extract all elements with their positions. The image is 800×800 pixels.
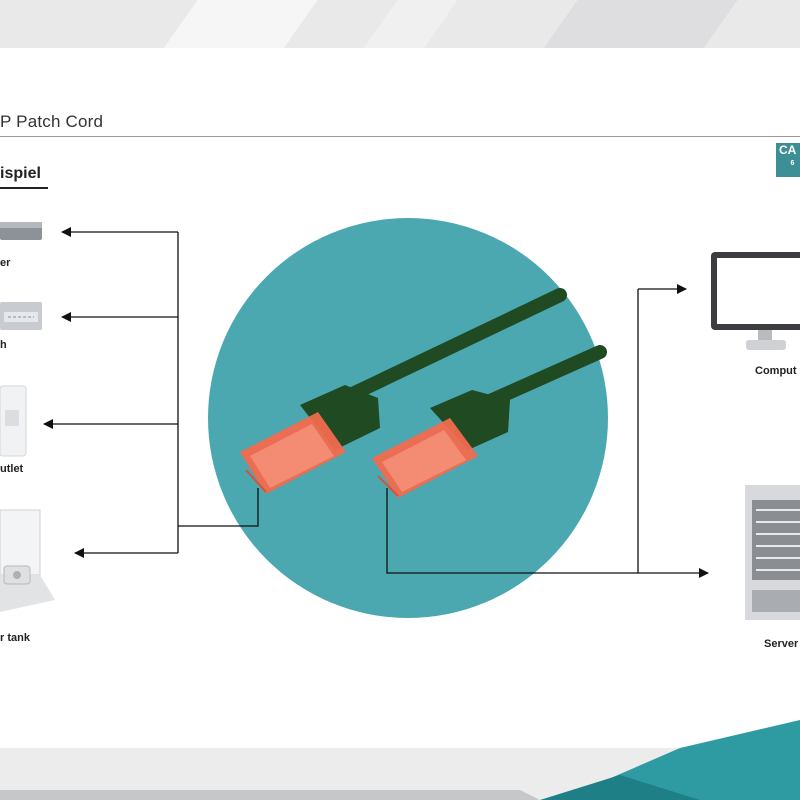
left-connection-lines — [43, 227, 259, 558]
computer-monitor-icon — [711, 252, 800, 350]
section-underline — [0, 187, 48, 189]
switch-label: h — [0, 339, 7, 351]
badge-sub-text: 6 — [790, 160, 795, 167]
right-rj45-plug — [372, 390, 510, 498]
left-rj45-plug — [240, 385, 380, 494]
bottom-decorative-band — [0, 720, 800, 800]
network-outlet-icon — [0, 385, 27, 457]
computer-label: Comput — [755, 365, 797, 377]
cat6-badge: CA 6 — [776, 143, 800, 177]
outlet-label: utlet — [0, 463, 24, 475]
section-heading: ispiel — [0, 165, 41, 182]
title-divider — [0, 136, 800, 137]
router-label: er — [0, 257, 11, 269]
badge-top-text: CA — [779, 143, 797, 157]
teal-circle-background — [208, 218, 608, 618]
server-rack-icon — [745, 485, 800, 620]
floor-tank-icon — [0, 509, 55, 612]
floor-tank-label: r tank — [0, 632, 30, 644]
right-connection-lines — [386, 284, 709, 578]
router-icon — [0, 222, 42, 240]
server-label: Server — [764, 638, 799, 650]
page-title: P Patch Cord — [0, 112, 104, 131]
top-decorative-band — [0, 0, 800, 48]
switch-icon — [0, 302, 42, 330]
